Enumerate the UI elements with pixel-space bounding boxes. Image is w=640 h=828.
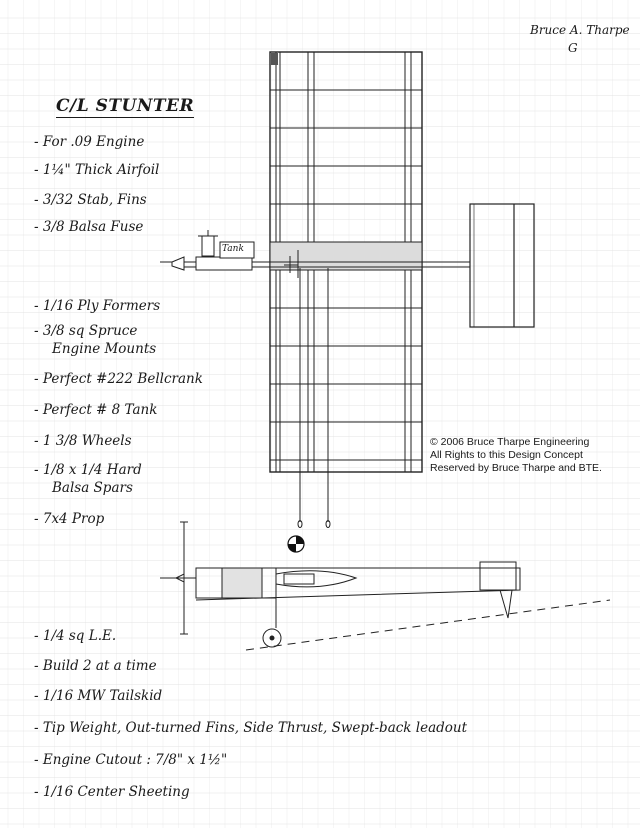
- fuselage-top-view: [160, 250, 470, 278]
- copyright-line: All Rights to this Design Concept: [430, 449, 583, 461]
- spec-item-continued: Engine Mounts: [52, 341, 157, 357]
- spec-item: - For .09 Engine: [34, 134, 145, 150]
- spec-item: - Tip Weight, Out-turned Fins, Side Thru…: [34, 720, 468, 736]
- fuel-tank: [198, 230, 255, 259]
- fuselage-side-view: [160, 521, 611, 651]
- spec-item: - 1 3/8 Wheels: [34, 433, 132, 449]
- plan-title: C/L STUNTER: [56, 96, 195, 118]
- cg-symbol: [287, 535, 305, 553]
- stabilizer-top-view: [469, 203, 535, 328]
- spec-item: - Engine Cutout : 7/8" x 1½": [34, 752, 228, 768]
- spec-item: - Perfect #222 Bellcrank: [34, 371, 203, 387]
- wing-plan-view: [269, 51, 423, 473]
- spec-item: - 1/16 Ply Formers: [34, 298, 161, 314]
- copyright-line: © 2006 Bruce Tharpe Engineering: [430, 436, 590, 448]
- spec-item: - 1¼" Thick Airfoil: [34, 162, 160, 178]
- spec-item: - 1/16 Center Sheeting: [34, 784, 190, 800]
- copyright-notice: © 2006 Bruce Tharpe Engineering All Righ…: [430, 436, 602, 475]
- spec-item: - 3/8 Balsa Fuse: [34, 219, 144, 235]
- tank-label: Tank: [222, 244, 244, 254]
- designer-initial: G: [568, 41, 578, 55]
- spec-item: - 1/4 sq L.E.: [34, 628, 117, 644]
- spec-item-continued: Balsa Spars: [52, 480, 133, 496]
- spec-item: - 1/8 x 1/4 Hard: [34, 462, 142, 478]
- designer-signature: Bruce A. Tharpe: [530, 23, 630, 37]
- spec-item: - 1/16 MW Tailskid: [34, 688, 163, 704]
- spec-item: - 3/32 Stab, Fins: [34, 192, 147, 208]
- spec-item: - 7x4 Prop: [34, 511, 105, 527]
- copyright-line: Reserved by Bruce Tharpe and BTE.: [430, 462, 602, 474]
- center-sheeting: [269, 241, 423, 271]
- spec-item: - 3/8 sq Spruce: [34, 323, 138, 339]
- leadout-wires: [297, 268, 331, 528]
- tip-weight: [271, 53, 278, 65]
- spec-item: - Build 2 at a time: [34, 658, 157, 674]
- wing-ribs: [270, 89, 422, 461]
- spec-item: - Perfect # 8 Tank: [34, 402, 158, 418]
